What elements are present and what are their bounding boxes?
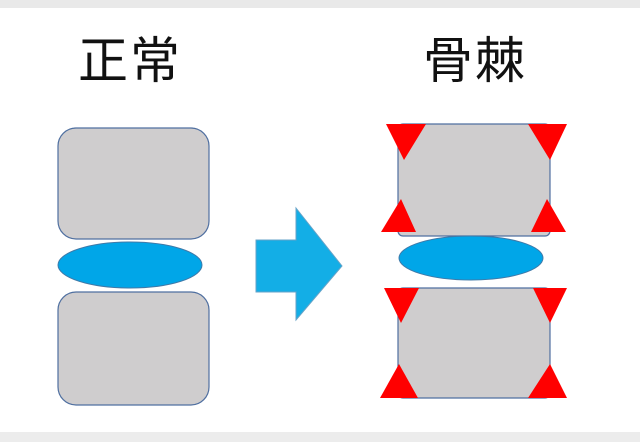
red-triangle-icon — [528, 364, 567, 398]
slide-frame-bottom — [0, 432, 640, 442]
red-triangle-icon — [386, 124, 426, 160]
spur-upper-vertebra — [397, 123, 551, 237]
red-triangle-icon — [531, 199, 566, 232]
spur-lower-vertebra — [397, 287, 551, 399]
normal-upper-vertebra — [57, 127, 210, 240]
normal-disc — [57, 241, 203, 289]
spur-disc — [398, 235, 544, 281]
red-triangle-icon — [528, 124, 567, 160]
label-bone-spur: 骨棘 — [423, 32, 527, 90]
red-triangle-icon — [381, 199, 416, 232]
red-triangle-icon — [384, 288, 419, 323]
label-normal: 正常 — [78, 32, 182, 90]
right-arrow-icon — [255, 206, 343, 322]
red-triangle-icon — [380, 364, 418, 398]
slide-frame-top — [0, 0, 640, 8]
bone-spur-spine — [380, 123, 567, 399]
normal-spine — [57, 127, 210, 406]
normal-lower-vertebra — [57, 291, 210, 406]
red-triangle-icon — [533, 288, 567, 323]
